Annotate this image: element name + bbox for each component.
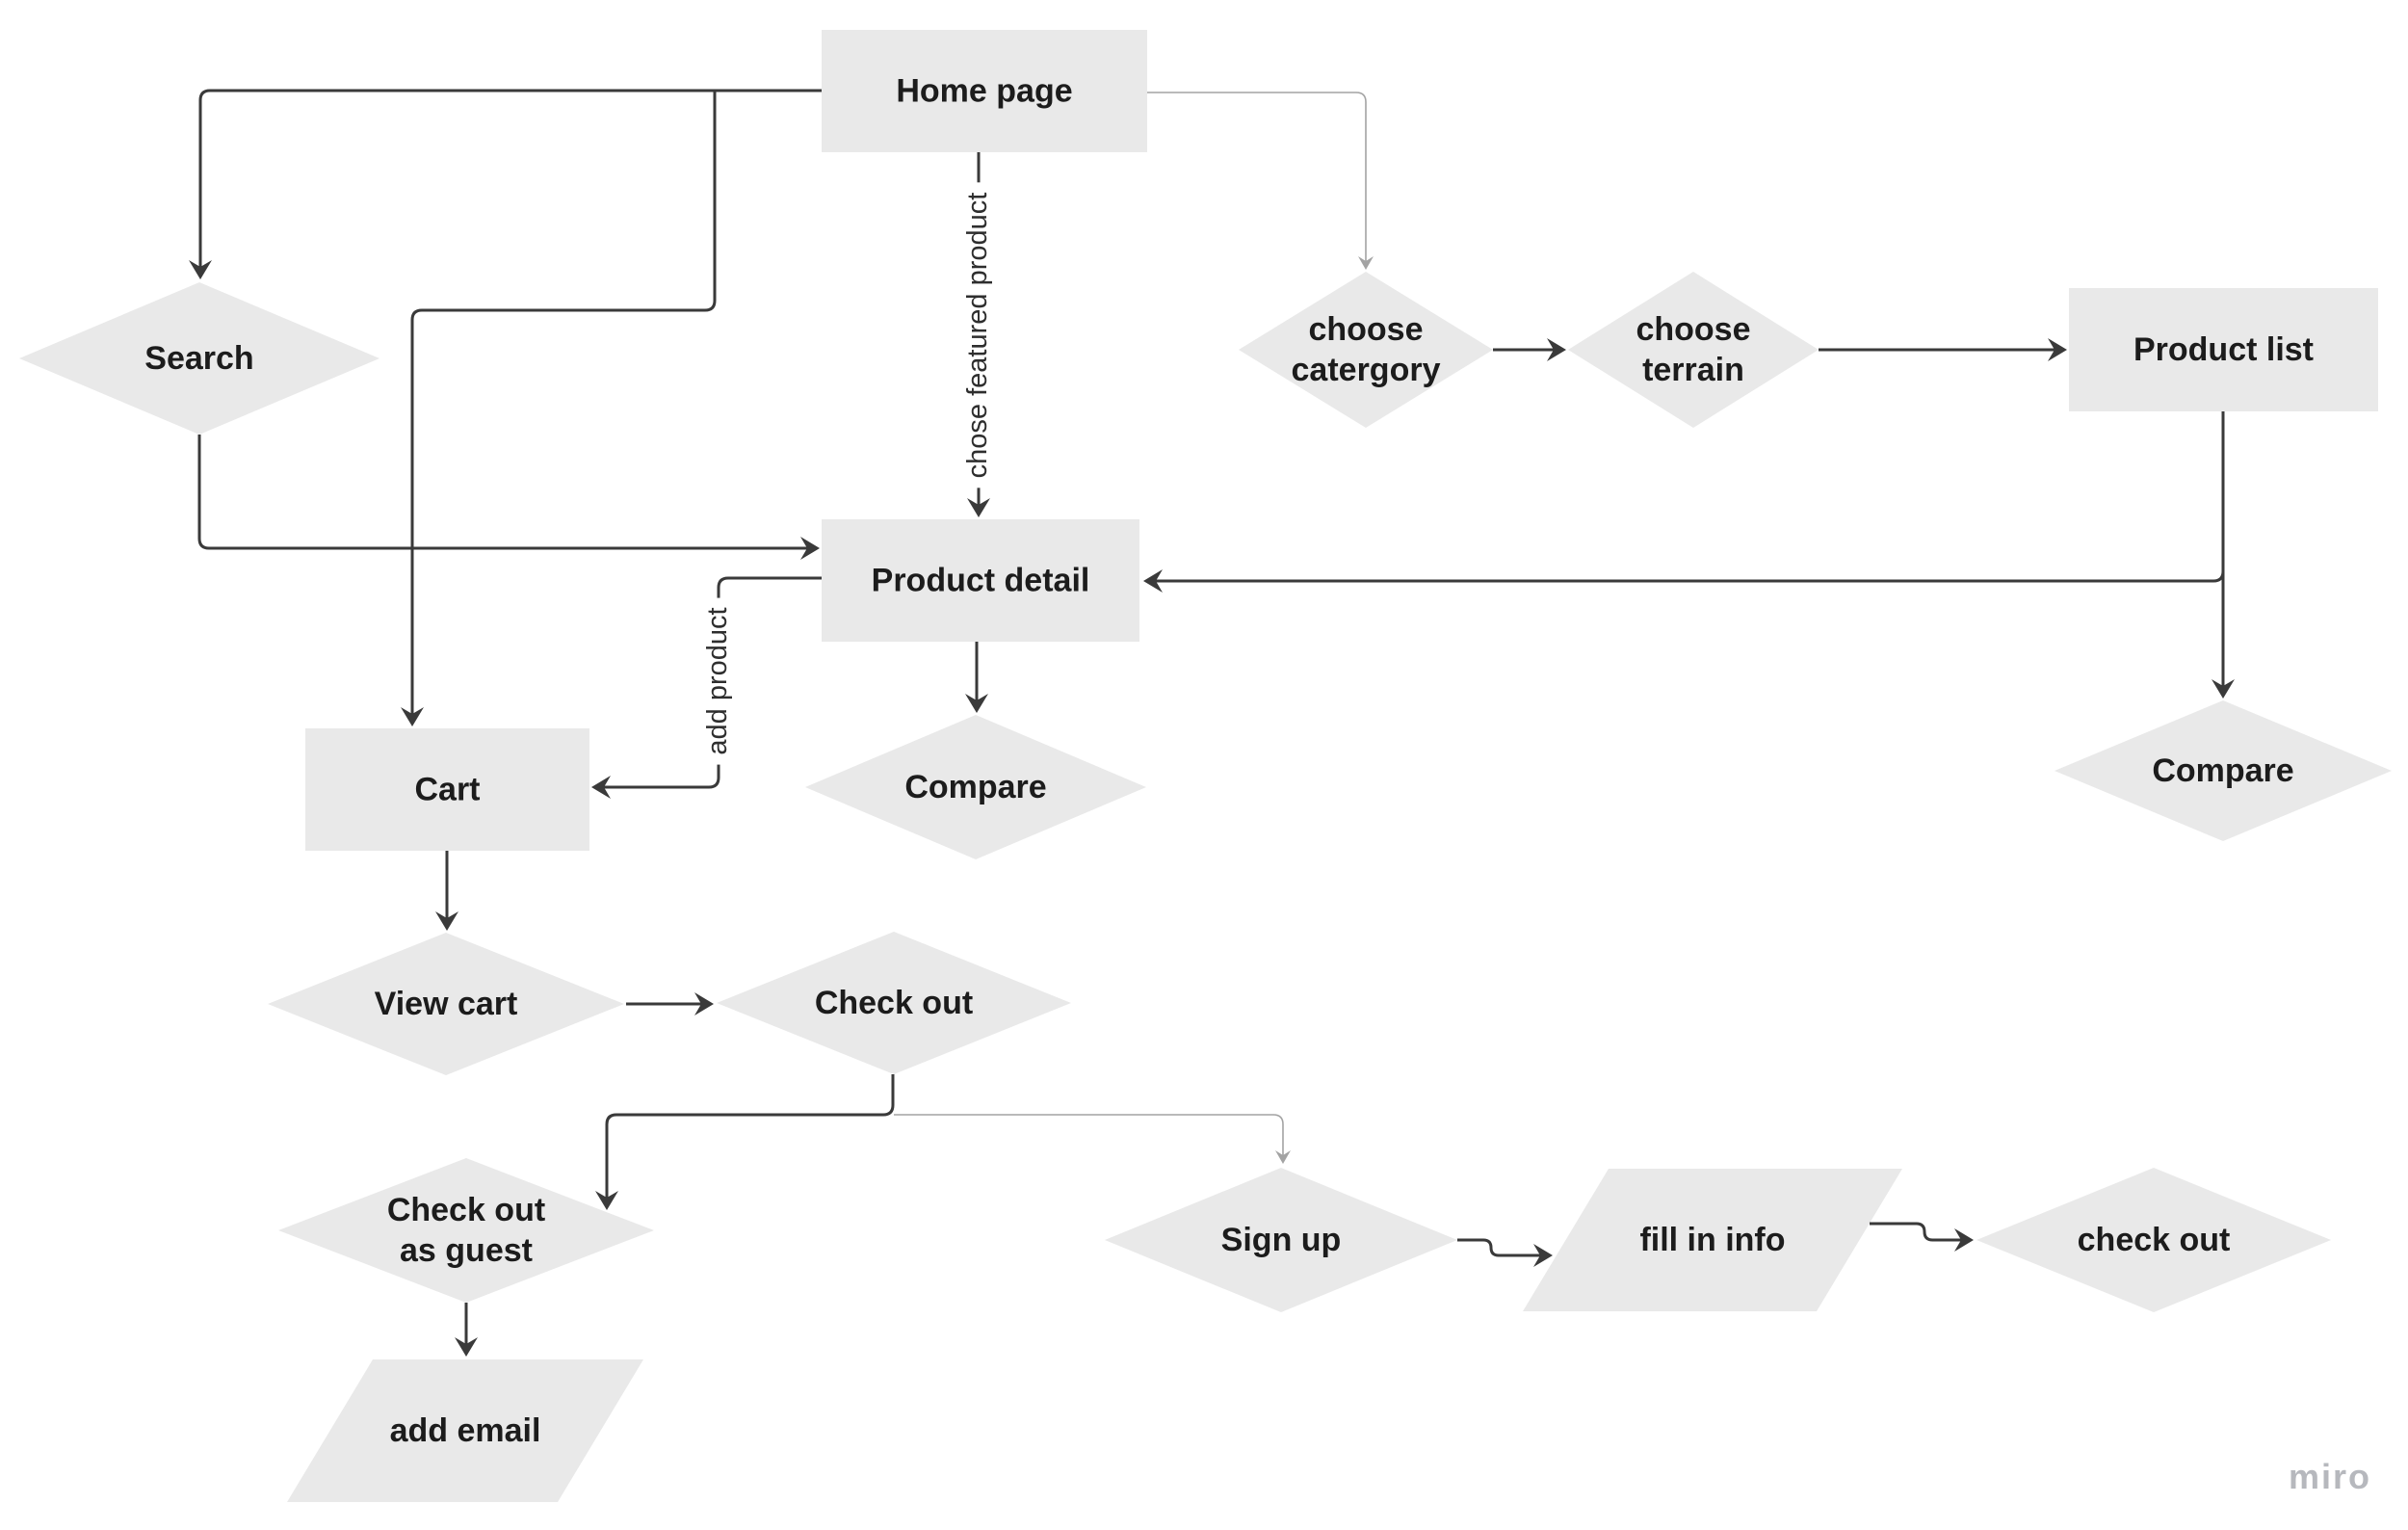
edge-cart-to-view-cart[interactable] bbox=[435, 851, 458, 931]
edge-home-to-cart[interactable] bbox=[401, 91, 717, 726]
arrowhead-home-to-choose-catergory bbox=[1358, 256, 1374, 270]
node-label-compare-center: Compare bbox=[904, 769, 1046, 805]
arrowhead-product-list-to-product-detail bbox=[1143, 569, 1163, 593]
node-label-product-detail: Product detail bbox=[872, 563, 1090, 599]
node-label-check-out: Check out bbox=[815, 985, 973, 1021]
node-compare-right[interactable]: Compare bbox=[2055, 700, 2392, 841]
arrowhead-product-detail-to-compare bbox=[965, 694, 988, 713]
node-home[interactable]: Home page bbox=[822, 30, 1147, 152]
arrowhead-check-out-to-guest bbox=[595, 1191, 618, 1210]
arrowhead-check-out-to-sign-up bbox=[1275, 1150, 1291, 1164]
node-label-check-out-guest: as guest bbox=[400, 1232, 533, 1269]
node-compare-center[interactable]: Compare bbox=[805, 715, 1146, 859]
arrowhead-view-cart-to-check-out bbox=[694, 992, 714, 1016]
node-label-compare-right: Compare bbox=[2152, 752, 2293, 789]
node-product-list[interactable]: Product list bbox=[2069, 288, 2378, 411]
edge-home-to-choose-catergory[interactable] bbox=[1147, 92, 1374, 270]
arrowhead-product-detail-to-cart bbox=[591, 776, 611, 799]
edge-search-to-product-detail[interactable] bbox=[197, 435, 820, 560]
node-label-fill-in-info: fill in info bbox=[1639, 1222, 1785, 1258]
edge-view-cart-to-check-out[interactable] bbox=[626, 992, 714, 1016]
node-check-out[interactable]: Check out bbox=[717, 932, 1071, 1074]
arrowhead-home-to-cart bbox=[401, 707, 424, 726]
edge-check-out-to-guest[interactable] bbox=[595, 1074, 895, 1210]
node-label-home: Home page bbox=[896, 73, 1072, 110]
node-choose-catergory[interactable]: choose catergory bbox=[1239, 272, 1493, 428]
node-view-cart[interactable]: View cart bbox=[268, 933, 624, 1075]
edge-fill-in-info-to-check-out[interactable] bbox=[1870, 1222, 1974, 1252]
edge-home-to-search[interactable] bbox=[189, 89, 822, 279]
node-choose-terrain[interactable]: choose terrain bbox=[1568, 272, 1819, 428]
node-check-out-2[interactable]: check out bbox=[1976, 1168, 2331, 1312]
node-check-out-guest[interactable]: Check out as guest bbox=[278, 1158, 654, 1303]
node-label-product-list: Product list bbox=[2133, 331, 2314, 368]
arrowhead-search-to-product-detail bbox=[800, 537, 820, 560]
edge-guest-to-add-email[interactable] bbox=[455, 1303, 478, 1357]
edge-product-detail-to-compare[interactable] bbox=[965, 642, 988, 713]
edge-terrain-to-product-list[interactable] bbox=[1819, 338, 2067, 361]
arrowhead-product-list-to-compare bbox=[2212, 679, 2235, 699]
edge-product-list-to-compare[interactable] bbox=[2212, 411, 2235, 699]
arrowhead-cart-to-view-cart bbox=[435, 911, 458, 931]
node-label-add-email: add email bbox=[390, 1412, 541, 1449]
node-label-choose-catergory: catergory bbox=[1292, 352, 1441, 388]
node-label-choose-terrain: choose bbox=[1636, 311, 1750, 348]
node-cart[interactable]: Cart bbox=[305, 728, 589, 851]
edge-check-out-to-sign-up[interactable] bbox=[894, 1114, 1291, 1164]
node-label-view-cart: View cart bbox=[375, 986, 518, 1022]
arrowhead-fill-in-info-to-check-out bbox=[1954, 1228, 1974, 1252]
node-label-choose-catergory: choose bbox=[1308, 311, 1423, 348]
arrowhead-home-to-search bbox=[189, 260, 212, 279]
node-label-cart: Cart bbox=[414, 772, 480, 808]
node-add-email[interactable]: add email bbox=[287, 1359, 643, 1502]
edge-catergory-to-terrain[interactable] bbox=[1493, 338, 1566, 361]
node-label-search: Search bbox=[144, 340, 253, 377]
edge-label-chose-featured-product: chose featured product bbox=[959, 182, 998, 488]
edge-product-list-to-product-detail[interactable] bbox=[1143, 411, 2225, 593]
arrowhead-catergory-to-terrain bbox=[1547, 338, 1566, 361]
node-label-choose-terrain: terrain bbox=[1642, 352, 1744, 388]
node-product-detail[interactable]: Product detail bbox=[822, 519, 1139, 642]
arrowhead-home-to-product-detail bbox=[967, 498, 990, 517]
arrowhead-guest-to-add-email bbox=[455, 1337, 478, 1357]
node-label-sign-up: Sign up bbox=[1221, 1222, 1342, 1258]
node-search[interactable]: Search bbox=[19, 282, 380, 435]
edge-label-add-product: add product bbox=[699, 597, 738, 765]
node-sign-up[interactable]: Sign up bbox=[1105, 1168, 1457, 1312]
arrowhead-terrain-to-product-list bbox=[2048, 338, 2067, 361]
node-label-check-out-2: check out bbox=[2078, 1222, 2231, 1258]
arrowhead-sign-up-to-fill-in-info bbox=[1533, 1244, 1553, 1267]
node-label-check-out-guest: Check out bbox=[387, 1192, 545, 1228]
miro-logo: miro bbox=[2289, 1457, 2372, 1496]
node-fill-in-info[interactable]: fill in info bbox=[1523, 1169, 1902, 1311]
edge-sign-up-to-fill-in-info[interactable] bbox=[1457, 1238, 1553, 1267]
